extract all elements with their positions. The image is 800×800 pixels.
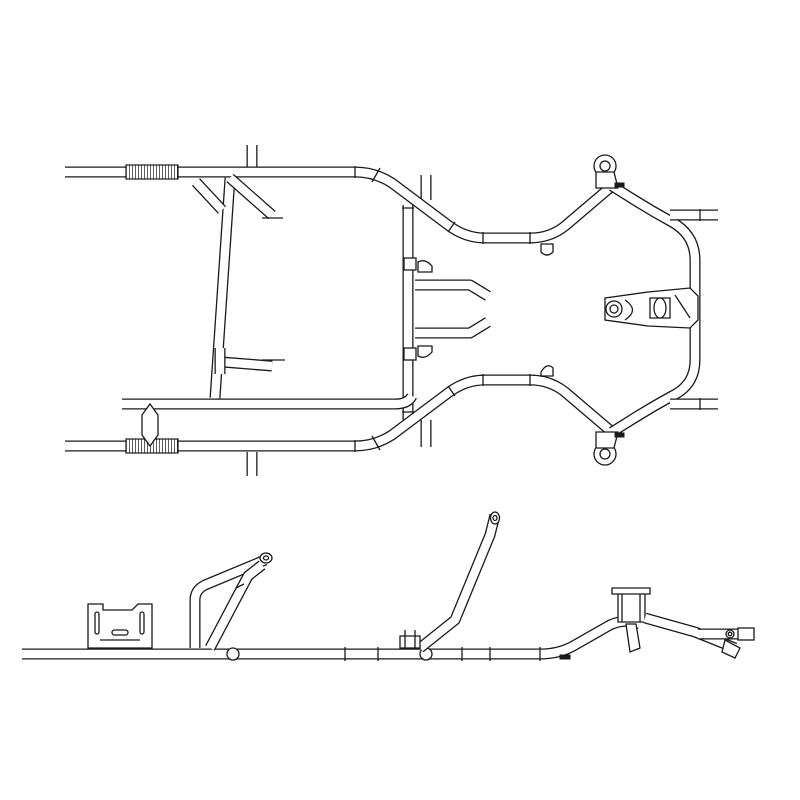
rear-seat-bracket [87, 603, 153, 649]
lower-main-rail [65, 374, 616, 452]
front-kingpin-assembly [611, 587, 651, 653]
rear-bearing-blocks [125, 164, 179, 454]
rear-mount-stubs [246, 145, 432, 476]
front-seat-strut [399, 511, 501, 653]
tube-seams [354, 166, 531, 452]
rear-seat-strut [189, 552, 273, 651]
steering-column-mount [604, 287, 699, 329]
pedal-tubes [403, 257, 491, 361]
upper-main-rail [65, 166, 616, 244]
seat-lever [214, 348, 285, 374]
mounting-tabs [540, 243, 554, 377]
spindle-bracket-bottom [593, 431, 625, 466]
inner-side-rail [122, 393, 417, 410]
spindle-bracket-top [593, 154, 625, 189]
side-view [22, 511, 755, 661]
top-view [65, 145, 718, 476]
front-stubs [670, 209, 718, 410]
rear-diamond-spacer [141, 402, 159, 448]
front-extension [643, 612, 755, 659]
